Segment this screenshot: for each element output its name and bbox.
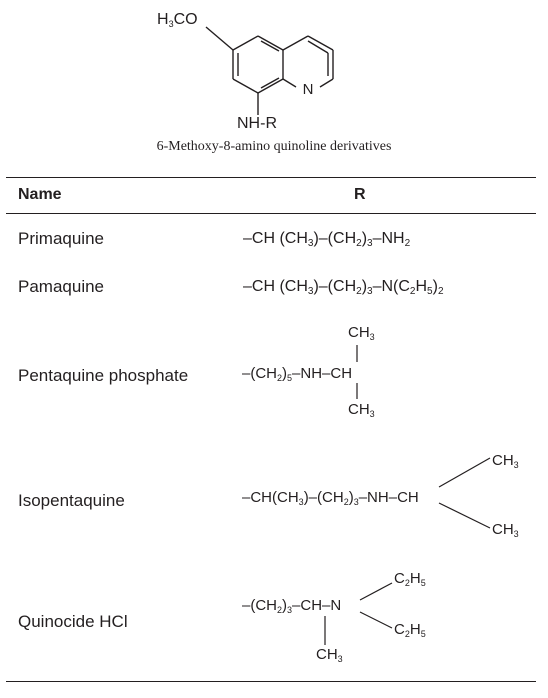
structure-caption: 6-Methoxy-8-amino quinoline derivatives [156,139,392,154]
header-name: Name [18,186,62,203]
table-row-name: Primaquine [18,229,104,248]
header-r: R [354,186,366,203]
table-header-rule [6,213,536,214]
table-row-name: Quinocide HCl [18,612,128,631]
amine-label: NH-R [237,115,277,132]
table-row-name: Pamaquine [18,277,105,296]
table-row-r-formula: –CH (CH3)–(CH2)3–N(C2H5)2 [243,278,444,297]
table-top-rule [6,177,536,178]
table-row-r-formula: –CH (CH3)–(CH2)3–NH2 [243,230,411,249]
table-row-name: Pentaquine phosphate [18,366,189,385]
table-row-name: Isopentaquine [18,491,125,510]
table-bottom-rule [6,681,536,682]
methoxy-label: H3CO [157,11,198,29]
quinoline-structure: N H3CO NH-R [130,2,420,132]
nitrogen-label: N [303,81,314,98]
